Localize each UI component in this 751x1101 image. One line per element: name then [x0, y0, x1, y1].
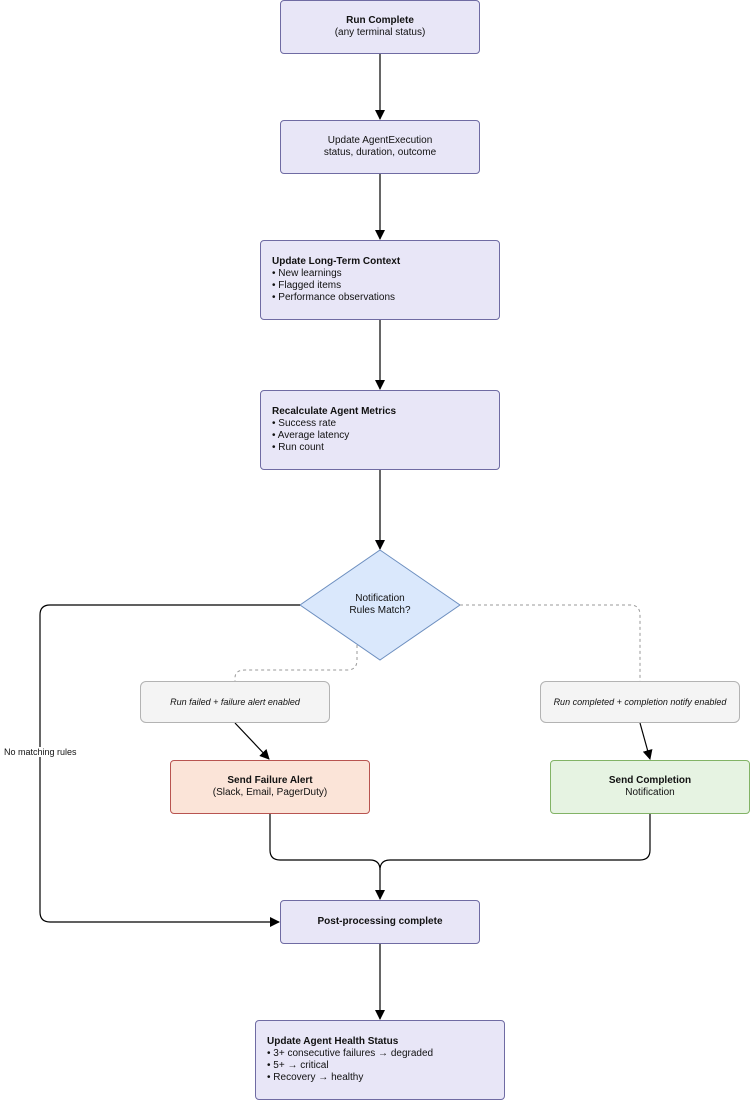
edge-decision-to-failure-condition — [234, 645, 358, 681]
run-complete-node: Run Complete (any terminal status) — [280, 0, 480, 54]
send-completion-node: Send Completion Notification — [550, 760, 750, 814]
send-completion-subtitle: Notification — [625, 787, 675, 798]
post-processing-node: Post-processing complete — [280, 900, 480, 944]
health-status-title: Update Agent Health Status — [267, 1036, 399, 1047]
run-complete-title: Run Complete — [346, 15, 414, 26]
completion-condition-node: Run completed + completion notify enable… — [540, 681, 740, 723]
health-status-item: • 5+ → critical — [267, 1060, 329, 1071]
send-failure-subtitle: (Slack, Email, PagerDuty) — [212, 787, 328, 798]
update-execution-line2: status, duration, outcome — [323, 147, 437, 158]
run-complete-subtitle: (any terminal status) — [334, 27, 426, 38]
health-status-node: Update Agent Health Status • 3+ consecut… — [255, 1020, 505, 1100]
update-context-item: • Flagged items — [272, 280, 342, 291]
no-matching-rules-label: No matching rules — [4, 747, 77, 757]
send-failure-title: Send Failure Alert — [227, 775, 313, 786]
update-context-node: Update Long-Term Context • New learnings… — [260, 240, 500, 320]
decision-line1: Notification — [355, 593, 405, 604]
update-context-item: • Performance observations — [272, 292, 396, 303]
post-processing-title: Post-processing complete — [317, 916, 443, 927]
update-execution-line1: Update AgentExecution — [327, 135, 433, 146]
edge-send-completion-to-post-processing — [379, 814, 651, 871]
recalc-metrics-item: • Success rate — [272, 418, 337, 429]
recalc-metrics-item: • Run count — [272, 442, 324, 453]
edge-failure-condition-to-send-failure — [234, 722, 270, 760]
update-context-title: Update Long-Term Context — [272, 256, 401, 267]
recalc-metrics-node: Recalculate Agent Metrics • Success rate… — [260, 390, 500, 470]
decision-label: Notification Rules Match? — [320, 585, 440, 625]
recalc-metrics-title: Recalculate Agent Metrics — [272, 406, 397, 417]
health-status-item: • Recovery → healthy — [267, 1072, 364, 1083]
health-status-item: • 3+ consecutive failures → degraded — [267, 1048, 434, 1059]
decision-line2: Rules Match? — [349, 605, 411, 616]
update-context-item: • New learnings — [272, 268, 342, 279]
edge-completion-condition-to-send-completion — [639, 722, 653, 760]
recalc-metrics-item: • Average latency — [272, 430, 350, 441]
failure-condition-node: Run failed + failure alert enabled — [140, 681, 330, 723]
send-completion-title: Send Completion — [608, 775, 692, 786]
update-execution-node: Update AgentExecution status, duration, … — [280, 120, 480, 174]
edge-send-failure-to-post-processing — [269, 814, 385, 900]
edge-decision-to-completion-condition — [460, 604, 641, 681]
send-failure-alert-node: Send Failure Alert (Slack, Email, PagerD… — [170, 760, 370, 814]
